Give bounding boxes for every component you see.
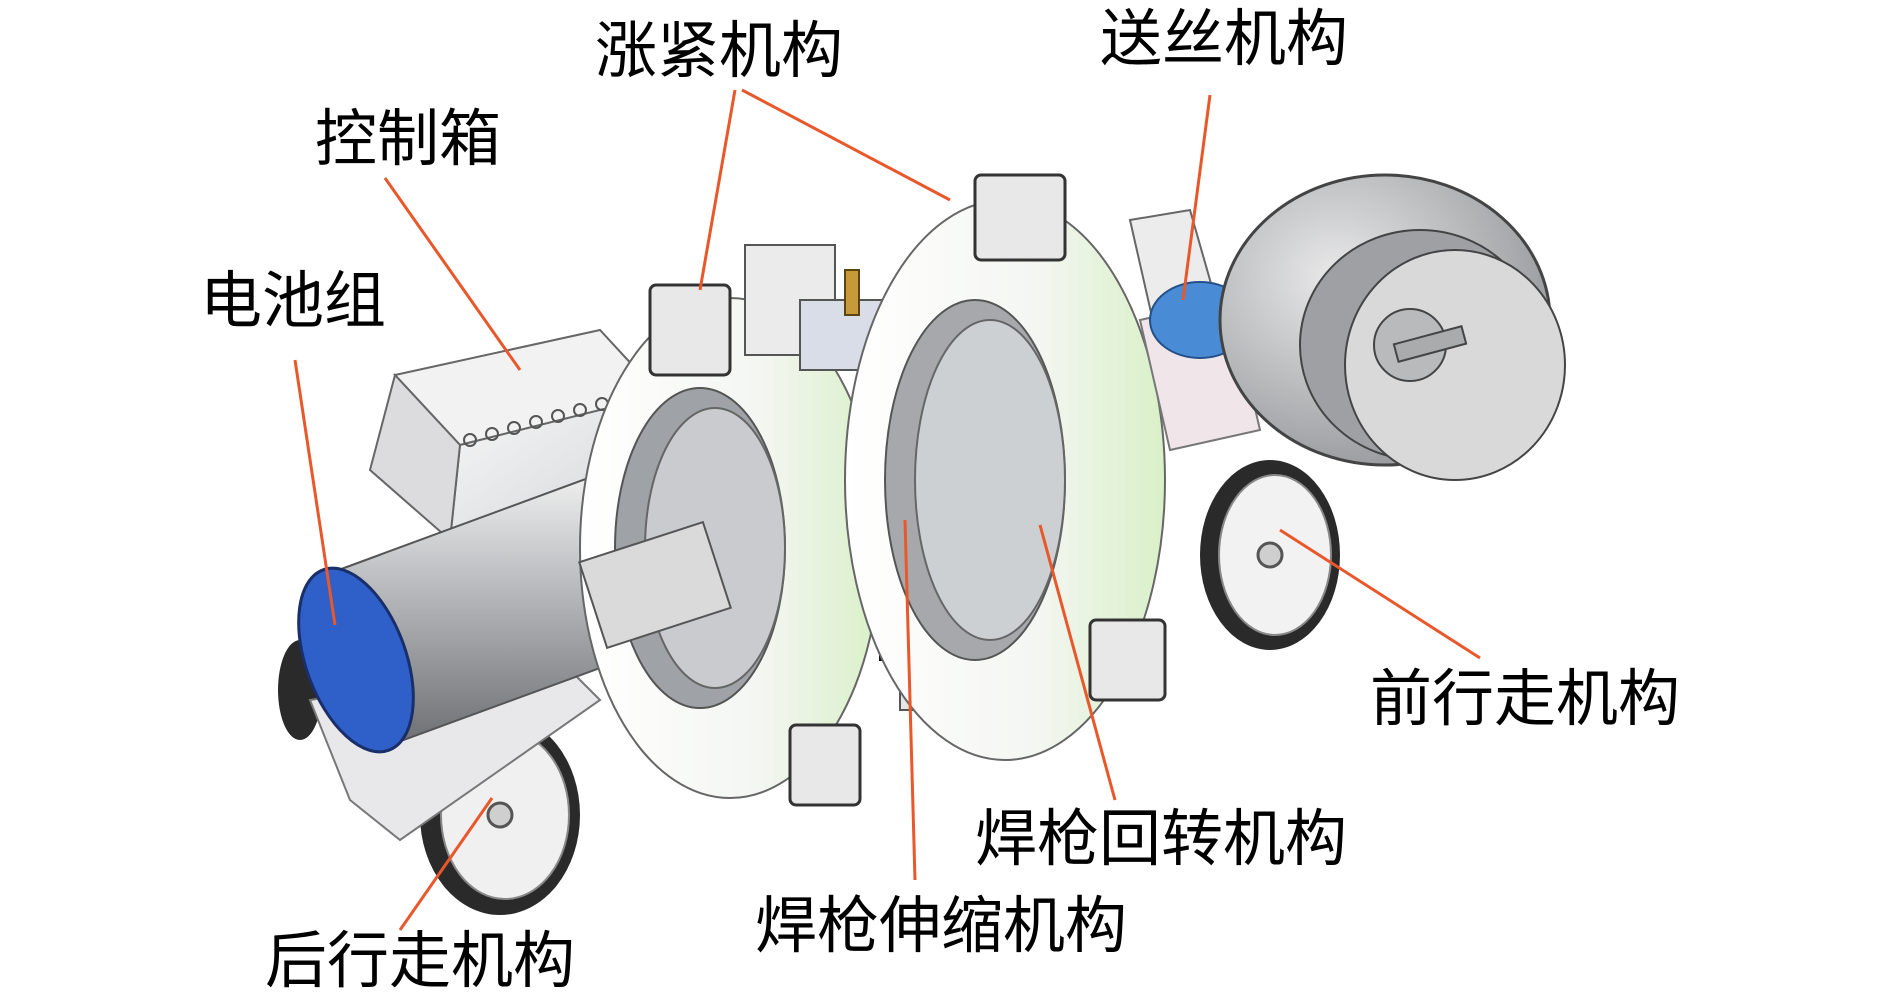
front-ring	[844, 173, 1167, 761]
leader-battery	[293, 359, 337, 626]
leader-torch-telescopic	[903, 519, 917, 881]
front-wheel	[1200, 460, 1340, 650]
wire-feed-drum	[1218, 173, 1566, 481]
leader-torch-rotation	[1038, 524, 1117, 801]
label-wire-feed-mechanism: 送丝机构	[1100, 2, 1349, 75]
label-front-travel-mechanism: 前行走机构	[1370, 662, 1681, 735]
leader-rear-travel	[398, 797, 494, 931]
leader-lines	[293, 88, 1481, 931]
label-expansion-mechanism: 涨紧机构	[595, 14, 844, 87]
label-torch-rotation-mechanism: 焊枪回转机构	[975, 802, 1348, 875]
leader-expansion-2	[741, 88, 951, 202]
battery-cap	[297, 566, 415, 754]
rear-ring	[578, 283, 881, 807]
control-box	[368, 328, 662, 543]
label-rear-travel-mechanism: 后行走机构	[265, 924, 576, 997]
label-torch-telescopic-mechanism: 焊枪伸缩机构	[755, 889, 1128, 962]
label-control-box: 控制箱	[315, 102, 502, 175]
label-battery-pack: 电池组	[200, 264, 387, 337]
leader-wire-feed	[1181, 94, 1212, 301]
leader-control-box	[383, 177, 522, 371]
leader-front-travel	[1279, 528, 1481, 660]
leader-expansion-1	[698, 89, 737, 291]
